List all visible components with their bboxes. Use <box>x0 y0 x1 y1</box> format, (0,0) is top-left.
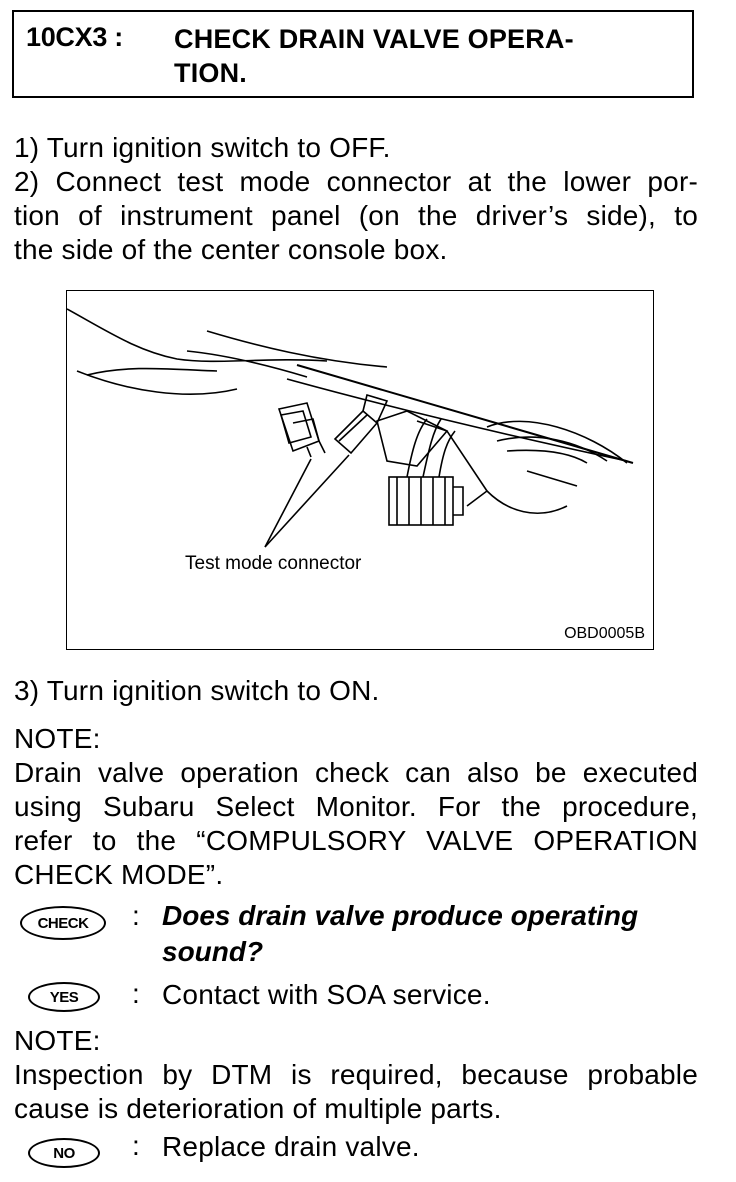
connector-illustration: Test mode connector OBD0005B <box>66 290 654 650</box>
section-header: 10CX3 : CHECK DRAIN VALVE OPERA- TION. <box>12 10 694 98</box>
note2-line1: Inspection by DTM is required, because p… <box>14 1059 698 1090</box>
section-title: CHECK DRAIN VALVE OPERA- TION. <box>174 22 574 90</box>
note2-heading: NOTE: <box>14 1025 101 1056</box>
yes-colon: : <box>132 978 140 1009</box>
step-1: 1) Turn ignition switch to OFF. <box>14 132 391 163</box>
note-line2: using Subaru Select Monitor. For the pro… <box>14 791 698 822</box>
figure-code: OBD0005B <box>564 625 645 642</box>
check-icon: CHECK <box>20 906 106 940</box>
note-line3: refer to the “COMPULSORY VALVE OPERATION <box>14 825 698 856</box>
connector-drawing <box>67 308 634 548</box>
check-question-line1: Does drain valve produce operating <box>162 900 639 931</box>
step-3: 3) Turn ignition switch to ON. <box>14 675 380 706</box>
check-question-line2: sound? <box>162 936 264 967</box>
section-title-line2: TION. <box>174 58 247 88</box>
no-icon: NO <box>28 1138 100 1168</box>
step-2-line3: the side of the center console box. <box>14 234 448 265</box>
step-2-line1: 2) Connect test mode connector at the lo… <box>14 166 698 197</box>
check-colon: : <box>132 900 140 931</box>
note2-line2: cause is deterioration of multiple parts… <box>14 1093 502 1124</box>
note-heading: NOTE: <box>14 723 101 754</box>
check-question: Does drain valve produce operating sound… <box>162 898 638 970</box>
yes-text: Contact with SOA service. <box>162 979 491 1010</box>
no-colon: : <box>132 1130 140 1161</box>
note-line1: Drain valve operation check can also be … <box>14 757 698 788</box>
no-text: Replace drain valve. <box>162 1131 420 1162</box>
section-code: 10CX3 : <box>26 22 123 52</box>
note-line4: CHECK MODE”. <box>14 859 224 890</box>
step-2-line2: tion of instrument panel (on the driver’… <box>14 200 698 231</box>
yes-icon: YES <box>28 982 100 1012</box>
figure-callout: Test mode connector <box>185 553 362 574</box>
section-title-line1: CHECK DRAIN VALVE OPERA- <box>174 24 574 54</box>
